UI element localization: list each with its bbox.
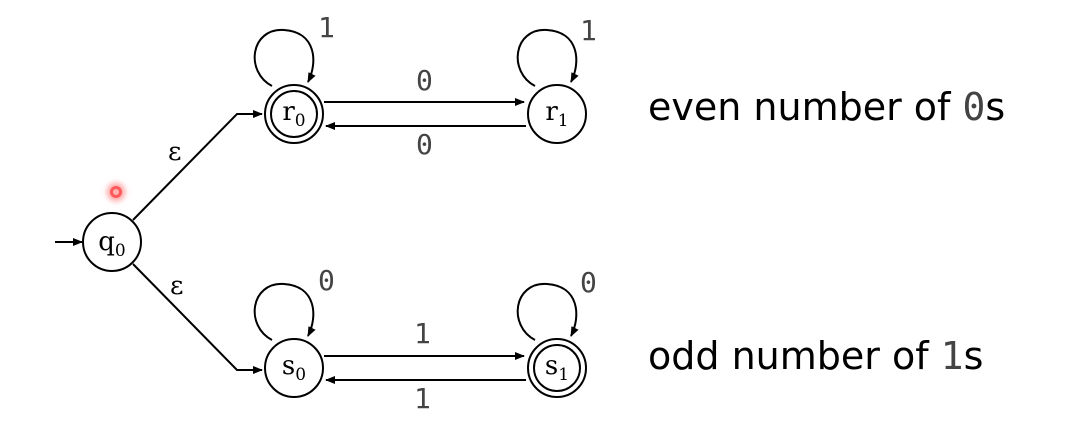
svg-text:s1: s1 xyxy=(545,351,569,385)
state-s1: s1 xyxy=(527,338,587,398)
edge-label-q0-s0: ε xyxy=(170,271,183,301)
caption-bottom-suffix: s xyxy=(964,334,984,378)
loop-s1 xyxy=(516,282,579,341)
caption-top-symbol: 0 xyxy=(963,85,986,129)
state-q0-label: q xyxy=(98,227,115,257)
cursor-indicator xyxy=(110,186,122,198)
edge-q0-s0 xyxy=(132,263,263,374)
loop-r0 xyxy=(253,28,316,87)
state-s0: s0 xyxy=(264,338,324,398)
state-r1: r1 xyxy=(527,84,587,144)
caption-top-prefix: even number of xyxy=(648,85,963,129)
caption-bottom: odd number of 1s xyxy=(648,334,983,378)
caption-top-suffix: s xyxy=(985,85,1005,129)
state-r0-accept-ring xyxy=(270,90,318,138)
edge-label-r0-r1: 0 xyxy=(416,64,433,97)
svg-text:r1: r1 xyxy=(545,97,568,131)
state-s1-label: s xyxy=(545,351,558,381)
state-s0-sub: 0 xyxy=(295,365,306,385)
loop-label-r0: 1 xyxy=(318,11,335,44)
svg-text:q0: q0 xyxy=(98,227,125,261)
state-r0: r0 xyxy=(264,84,324,144)
state-s0-label: s xyxy=(282,351,295,381)
loop-label-s0: 0 xyxy=(318,264,335,297)
loop-r1 xyxy=(516,28,579,87)
state-r1-sub: 1 xyxy=(558,111,569,131)
state-s1-sub: 1 xyxy=(558,365,569,385)
caption-bottom-symbol: 1 xyxy=(941,334,964,378)
state-q0-sub: 0 xyxy=(115,241,126,261)
edge-q0-r0 xyxy=(132,110,263,221)
edge-label-q0-r0: ε xyxy=(168,137,181,167)
edge-label-r1-r0: 0 xyxy=(416,128,433,161)
state-q0: q0 xyxy=(82,212,142,272)
loop-s0 xyxy=(253,282,316,341)
state-r0-sub: 0 xyxy=(295,111,306,131)
svg-text:s0: s0 xyxy=(282,351,306,385)
loop-label-s1: 0 xyxy=(580,266,597,299)
caption-bottom-prefix: odd number of xyxy=(648,334,941,378)
edge-label-s1-s0: 1 xyxy=(414,382,431,415)
loop-label-r1: 1 xyxy=(580,14,597,47)
state-s1-accept-ring xyxy=(533,344,581,392)
caption-top: even number of 0s xyxy=(648,85,1005,129)
state-r1-label: r xyxy=(545,97,558,127)
svg-text:r0: r0 xyxy=(282,97,305,131)
edge-label-s0-s1: 1 xyxy=(414,317,431,350)
state-r0-label: r xyxy=(282,97,295,127)
